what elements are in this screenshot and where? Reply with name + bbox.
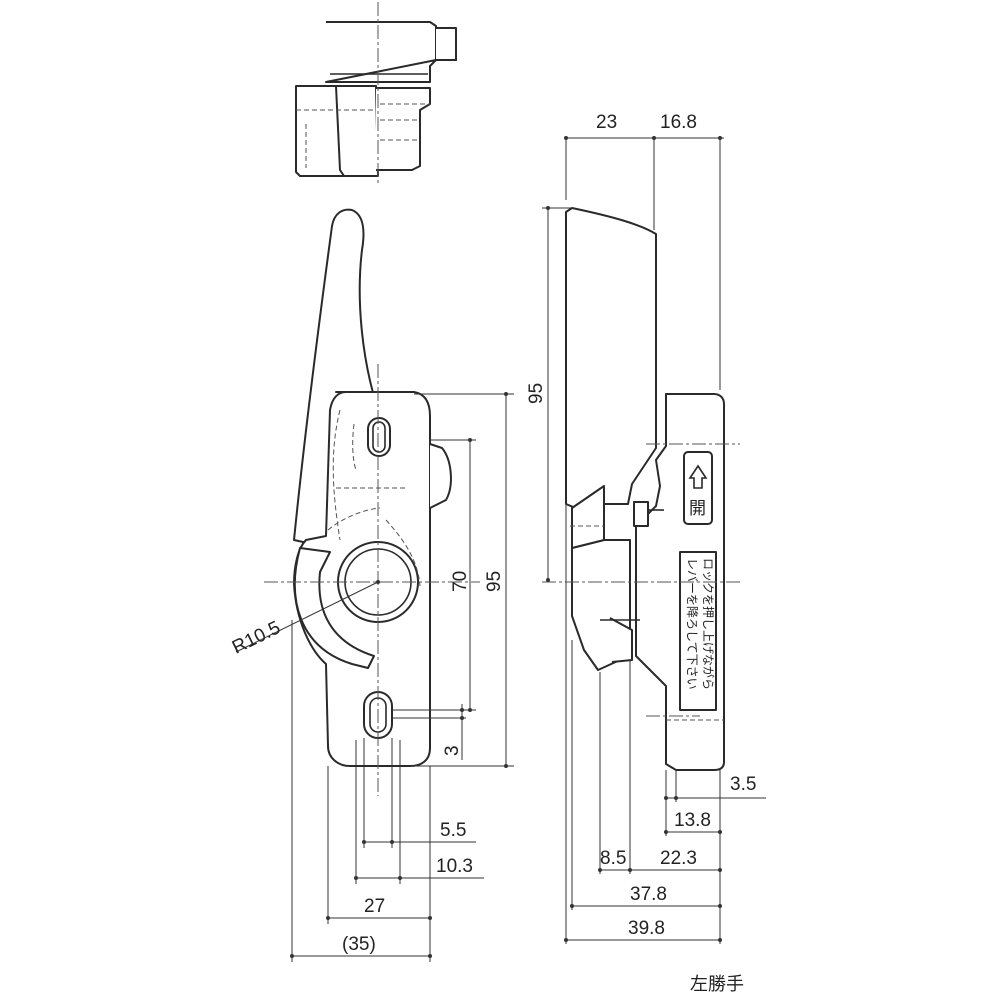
caption-left-hand: 左勝手	[690, 974, 744, 995]
dimension-labels: 23 16.8 95 70 95 R10.5 3 5.5 10.3 27 (35…	[229, 112, 756, 995]
open-button-label: 開	[689, 499, 706, 519]
top-view	[295, 2, 457, 186]
dim-10-3: 10.3	[436, 856, 473, 877]
dim-front-95: 95	[484, 571, 505, 592]
dim-3: 3	[442, 745, 463, 756]
dim-3-5: 3.5	[730, 774, 756, 795]
dim-23: 23	[596, 112, 617, 133]
dim-39-8: 39.8	[628, 918, 665, 939]
dim-radius: R10.5	[229, 617, 284, 658]
up-arrow-icon	[688, 464, 708, 489]
dim-70: 70	[450, 571, 471, 592]
dim-22-3: 22.3	[660, 848, 697, 869]
dim-13-8: 13.8	[674, 810, 711, 831]
dim-16-8: 16.8	[660, 112, 697, 133]
side-view	[542, 136, 766, 944]
warning-line-1: ロックを押し上げながら	[701, 558, 716, 690]
dim-35: (35)	[342, 934, 376, 955]
dim-side-95: 95	[526, 383, 547, 404]
front-view	[235, 208, 514, 962]
dim-27: 27	[364, 896, 385, 917]
dim-37-8: 37.8	[630, 884, 667, 905]
dim-5-5: 5.5	[440, 820, 466, 841]
warning-line-2: レバーを降ろして下さい	[685, 558, 699, 690]
dim-8-5: 8.5	[600, 848, 626, 869]
